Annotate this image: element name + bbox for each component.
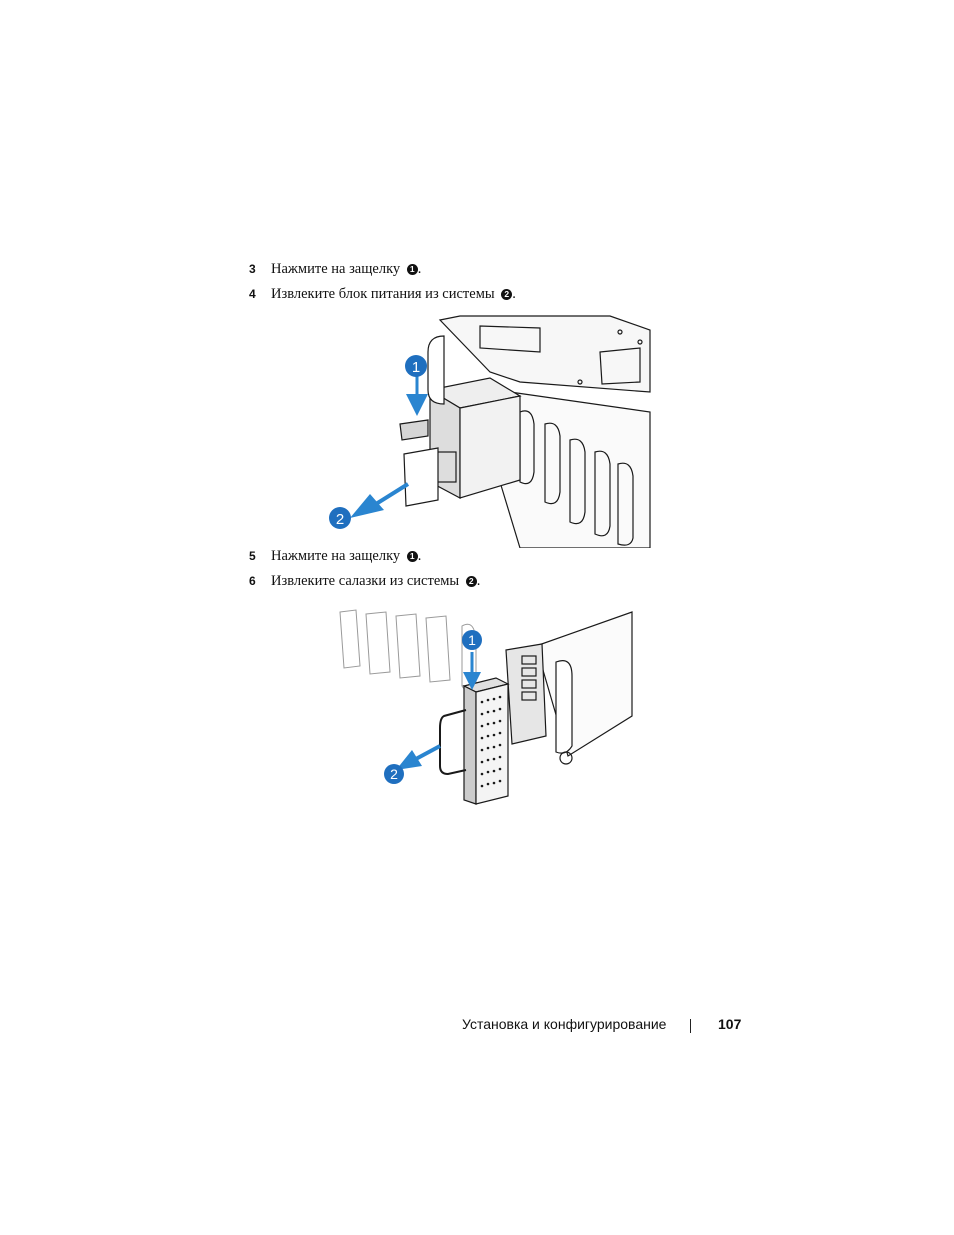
step-3: 3 Нажмите на защелку 1. — [249, 260, 421, 278]
callout-marker-1: 1 — [406, 551, 418, 562]
arrow-press-latch — [406, 374, 428, 416]
callout-2: 2 — [384, 764, 404, 784]
arrow-pull-out — [396, 744, 441, 770]
callout-marker-2: 2 — [465, 576, 477, 587]
figure-sled-removal: 1 2 — [339, 609, 633, 805]
step-end: . — [512, 286, 516, 302]
step-text: Извлеките салазки из системы — [271, 573, 460, 589]
callout-1: 1 — [405, 355, 427, 377]
step-number: 4 — [249, 287, 256, 301]
step-end: . — [417, 261, 422, 277]
step-6: 6 Извлеките салазки из системы 2. — [249, 572, 480, 590]
callout-marker-2: 2 — [501, 289, 513, 300]
step-number: 5 — [249, 549, 256, 563]
step-number: 6 — [249, 574, 256, 588]
step-text: Нажмите на защелку — [271, 548, 401, 564]
arrow-press-latch — [463, 652, 481, 690]
arrow-pull-out — [350, 482, 410, 518]
figure-power-supply-removal: 1 2 — [329, 315, 651, 548]
step-text: Извлеките блок питания из системы — [271, 286, 495, 302]
callout-1-label: 1 — [412, 359, 420, 376]
callout-2-label: 2 — [390, 766, 398, 782]
step-end: . — [476, 573, 481, 589]
step-4: 4 Извлеките блок питания из системы 2. — [249, 285, 516, 303]
step-end: . — [417, 548, 422, 564]
callout-2: 2 — [329, 507, 351, 529]
footer-separator — [690, 1019, 691, 1033]
step-5: 5 Нажмите на защелку 1. — [249, 547, 421, 565]
page-number: 107 — [718, 1016, 742, 1032]
callout-marker-1: 1 — [406, 264, 418, 275]
callout-2-label: 2 — [336, 511, 344, 528]
callout-1: 1 — [462, 630, 482, 650]
footer-section-title: Установка и конфигурирование — [462, 1016, 667, 1032]
callout-1-label: 1 — [468, 632, 476, 648]
step-number: 3 — [249, 262, 256, 276]
step-text: Нажмите на защелку — [271, 261, 401, 277]
